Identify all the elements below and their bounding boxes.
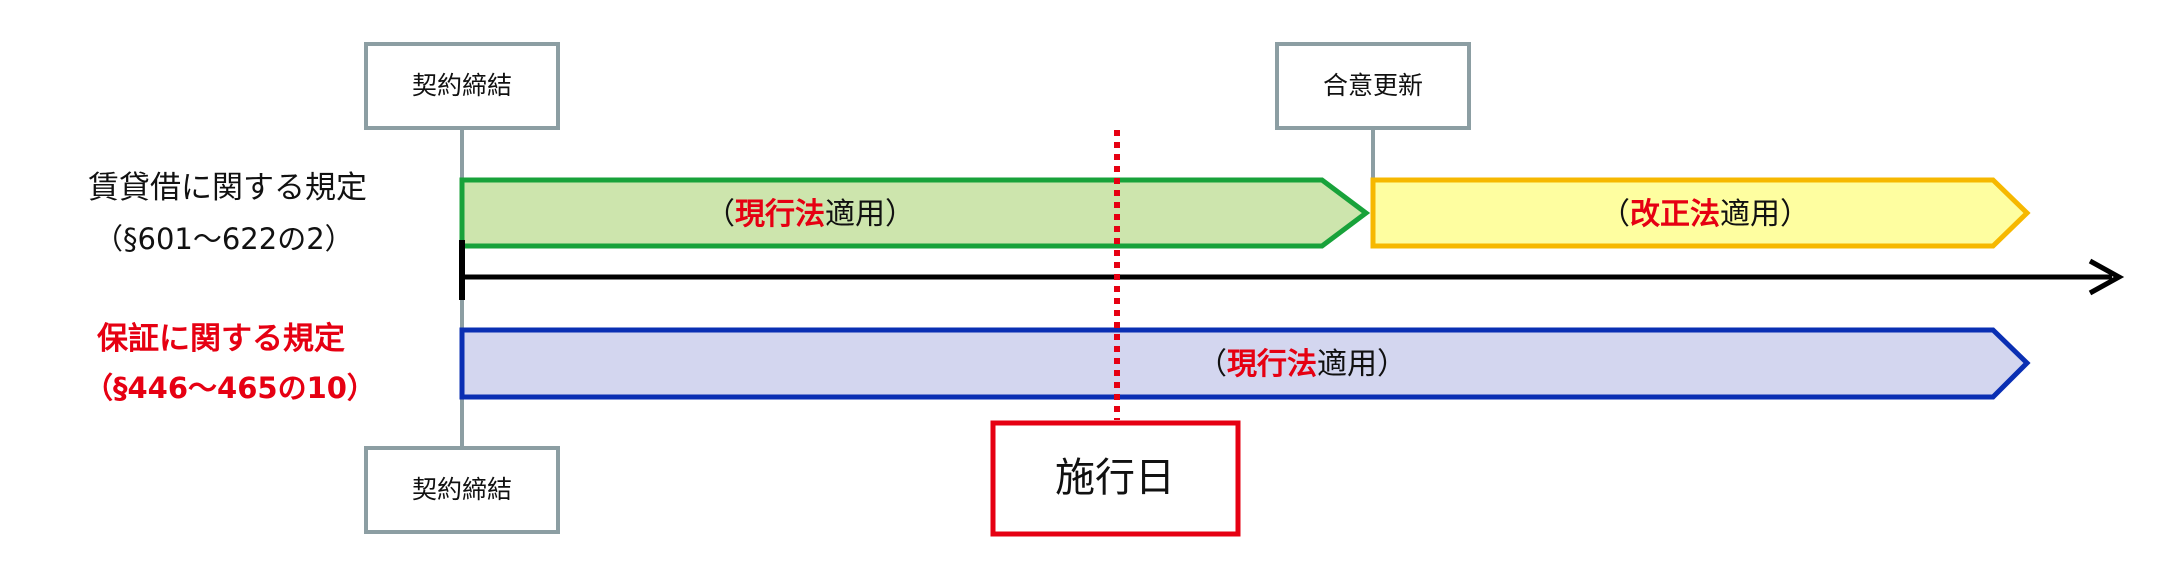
lease-revised-law-bar xyxy=(1370,177,2031,249)
renewal-box xyxy=(1275,42,1471,130)
effective-date-label: 施行日 xyxy=(1055,455,1175,501)
contract-box-top xyxy=(364,42,560,130)
guarantee-current-law-label: （現行法適用） xyxy=(1197,347,1407,382)
contract-box-bottom-label: 契約締結 xyxy=(412,475,512,504)
contract-box-top-label: 契約締結 xyxy=(412,71,512,100)
contract-box-bottom xyxy=(364,446,560,534)
lease-row-sections: （§601～622の2） xyxy=(94,222,354,256)
guarantee-current-law-bar xyxy=(459,327,2031,400)
guarantee-row-title: 保証に関する規定 xyxy=(97,321,345,357)
guarantee-row-sections: （§446～465の10） xyxy=(84,371,376,405)
lease-row-title: 賃貸借に関する規定 xyxy=(88,170,367,206)
renewal-box-label: 合意更新 xyxy=(1323,71,1423,100)
effective-date-box xyxy=(990,420,1241,537)
lease-current-law-label: （現行法適用） xyxy=(705,197,915,232)
lease-revised-law-label: （改正法適用） xyxy=(1600,197,1810,232)
time-axis-arrowhead xyxy=(2088,258,2125,296)
lease-current-law-bar xyxy=(459,177,1371,249)
